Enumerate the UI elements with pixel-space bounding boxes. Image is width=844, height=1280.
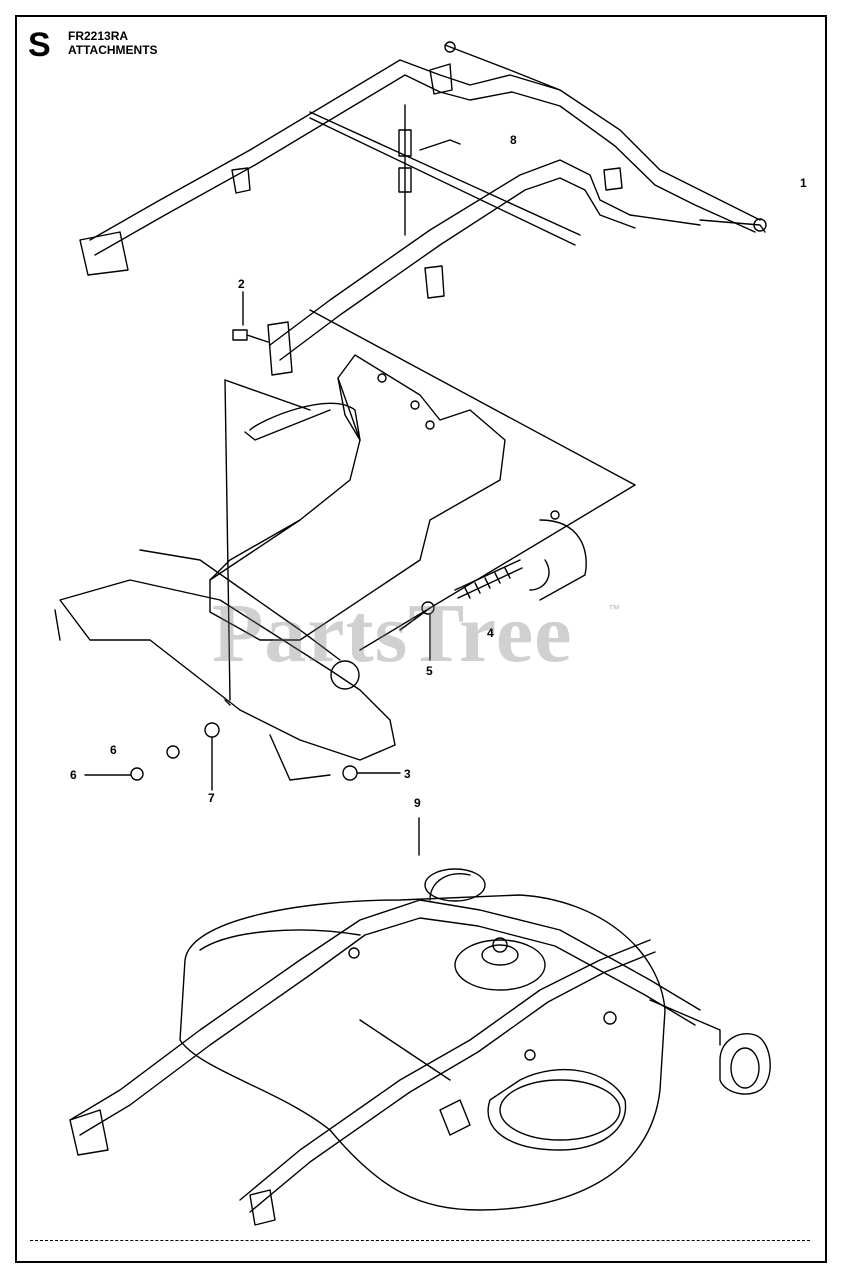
- model-code: FR2213RA: [68, 29, 129, 43]
- bracket-assembly: [209, 309, 636, 701]
- callout-6-lower: 6: [70, 768, 77, 782]
- section-letter: S: [28, 26, 51, 64]
- callout-3: 3: [404, 767, 411, 781]
- part-9-mower-deck: [69, 817, 771, 1226]
- hardware-nuts: [84, 699, 401, 791]
- part-2-bolt: [232, 291, 269, 343]
- parts-tree-watermark: PartsTree: [212, 587, 573, 680]
- part-5-link: [399, 601, 435, 661]
- callout-4: 4: [487, 626, 494, 640]
- lower-arm: [54, 549, 396, 781]
- callout-8: 8: [510, 133, 517, 147]
- part-8-spring: [398, 104, 461, 236]
- callout-1: 1: [800, 176, 807, 190]
- callout-6-upper: 6: [110, 743, 117, 757]
- section-title: ATTACHMENTS: [68, 43, 158, 57]
- bottom-divider: [30, 1240, 810, 1241]
- callout-7: 7: [208, 791, 215, 805]
- trademark-symbol: ™: [608, 602, 620, 616]
- page-frame: [15, 15, 827, 1263]
- callout-2: 2: [238, 277, 245, 291]
- part-4-spring: [454, 559, 523, 599]
- callout-5: 5: [426, 664, 433, 678]
- callout-9: 9: [414, 796, 421, 810]
- part-1-lift-frame: [79, 41, 767, 376]
